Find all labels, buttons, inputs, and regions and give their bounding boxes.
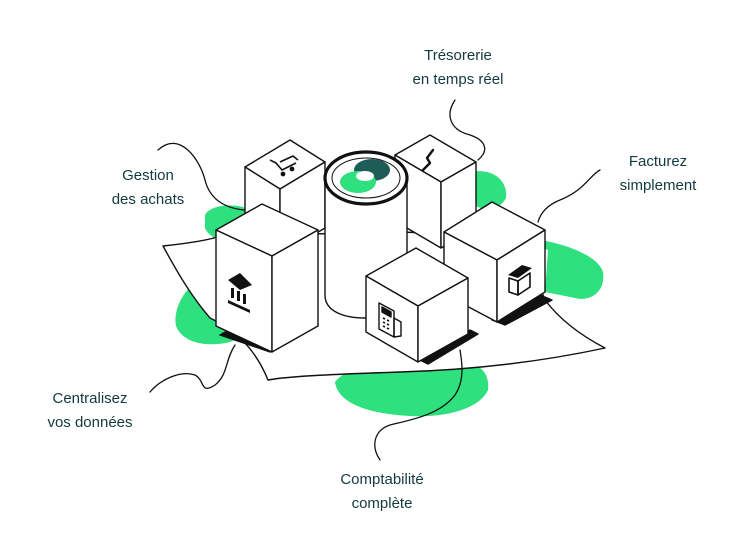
central-cylinder <box>323 150 409 319</box>
label-tresorerie-line2: en temps réel <box>412 71 504 88</box>
label-comptabilite-line2: complète <box>351 495 413 512</box>
cube-front-center <box>365 247 479 365</box>
label-centralisez-line2: vos données <box>47 414 133 431</box>
shop-icon <box>508 265 532 296</box>
label-tresorerie: Trésorerie en temps réel <box>388 44 528 92</box>
calculator-icon <box>378 302 402 338</box>
green-blob-right <box>520 238 604 299</box>
label-gestion-line1: Gestion <box>122 167 174 184</box>
connector-gestion <box>157 142 245 211</box>
label-gestion: Gestion des achats <box>88 164 208 212</box>
shopping-cart-icon <box>269 155 299 177</box>
label-tresorerie-line1: Trésorerie <box>424 47 492 64</box>
connector-lines <box>149 99 601 461</box>
connector-compta <box>374 349 463 461</box>
label-centralisez-line1: Centralisez <box>52 390 128 407</box>
connector-centralisez <box>149 344 236 393</box>
cube-front-left <box>215 203 319 353</box>
connector-tresorerie <box>449 99 486 161</box>
green-blob-top-right <box>470 171 507 210</box>
label-comptabilite-line1: Comptabilité <box>340 471 424 488</box>
label-facturez-line1: Facturez <box>628 153 688 170</box>
label-facturez: Facturez simplement <box>598 150 718 198</box>
label-facturez-line2: simplement <box>619 177 697 194</box>
trend-line-icon <box>421 148 435 172</box>
label-centralisez: Centralisez vos données <box>30 387 150 435</box>
logo-icon <box>340 159 390 193</box>
label-comptabilite: Comptabilité complète <box>312 468 452 516</box>
bank-icon <box>228 273 252 313</box>
label-gestion-line2: des achats <box>111 191 185 208</box>
connector-facturez <box>537 169 601 223</box>
